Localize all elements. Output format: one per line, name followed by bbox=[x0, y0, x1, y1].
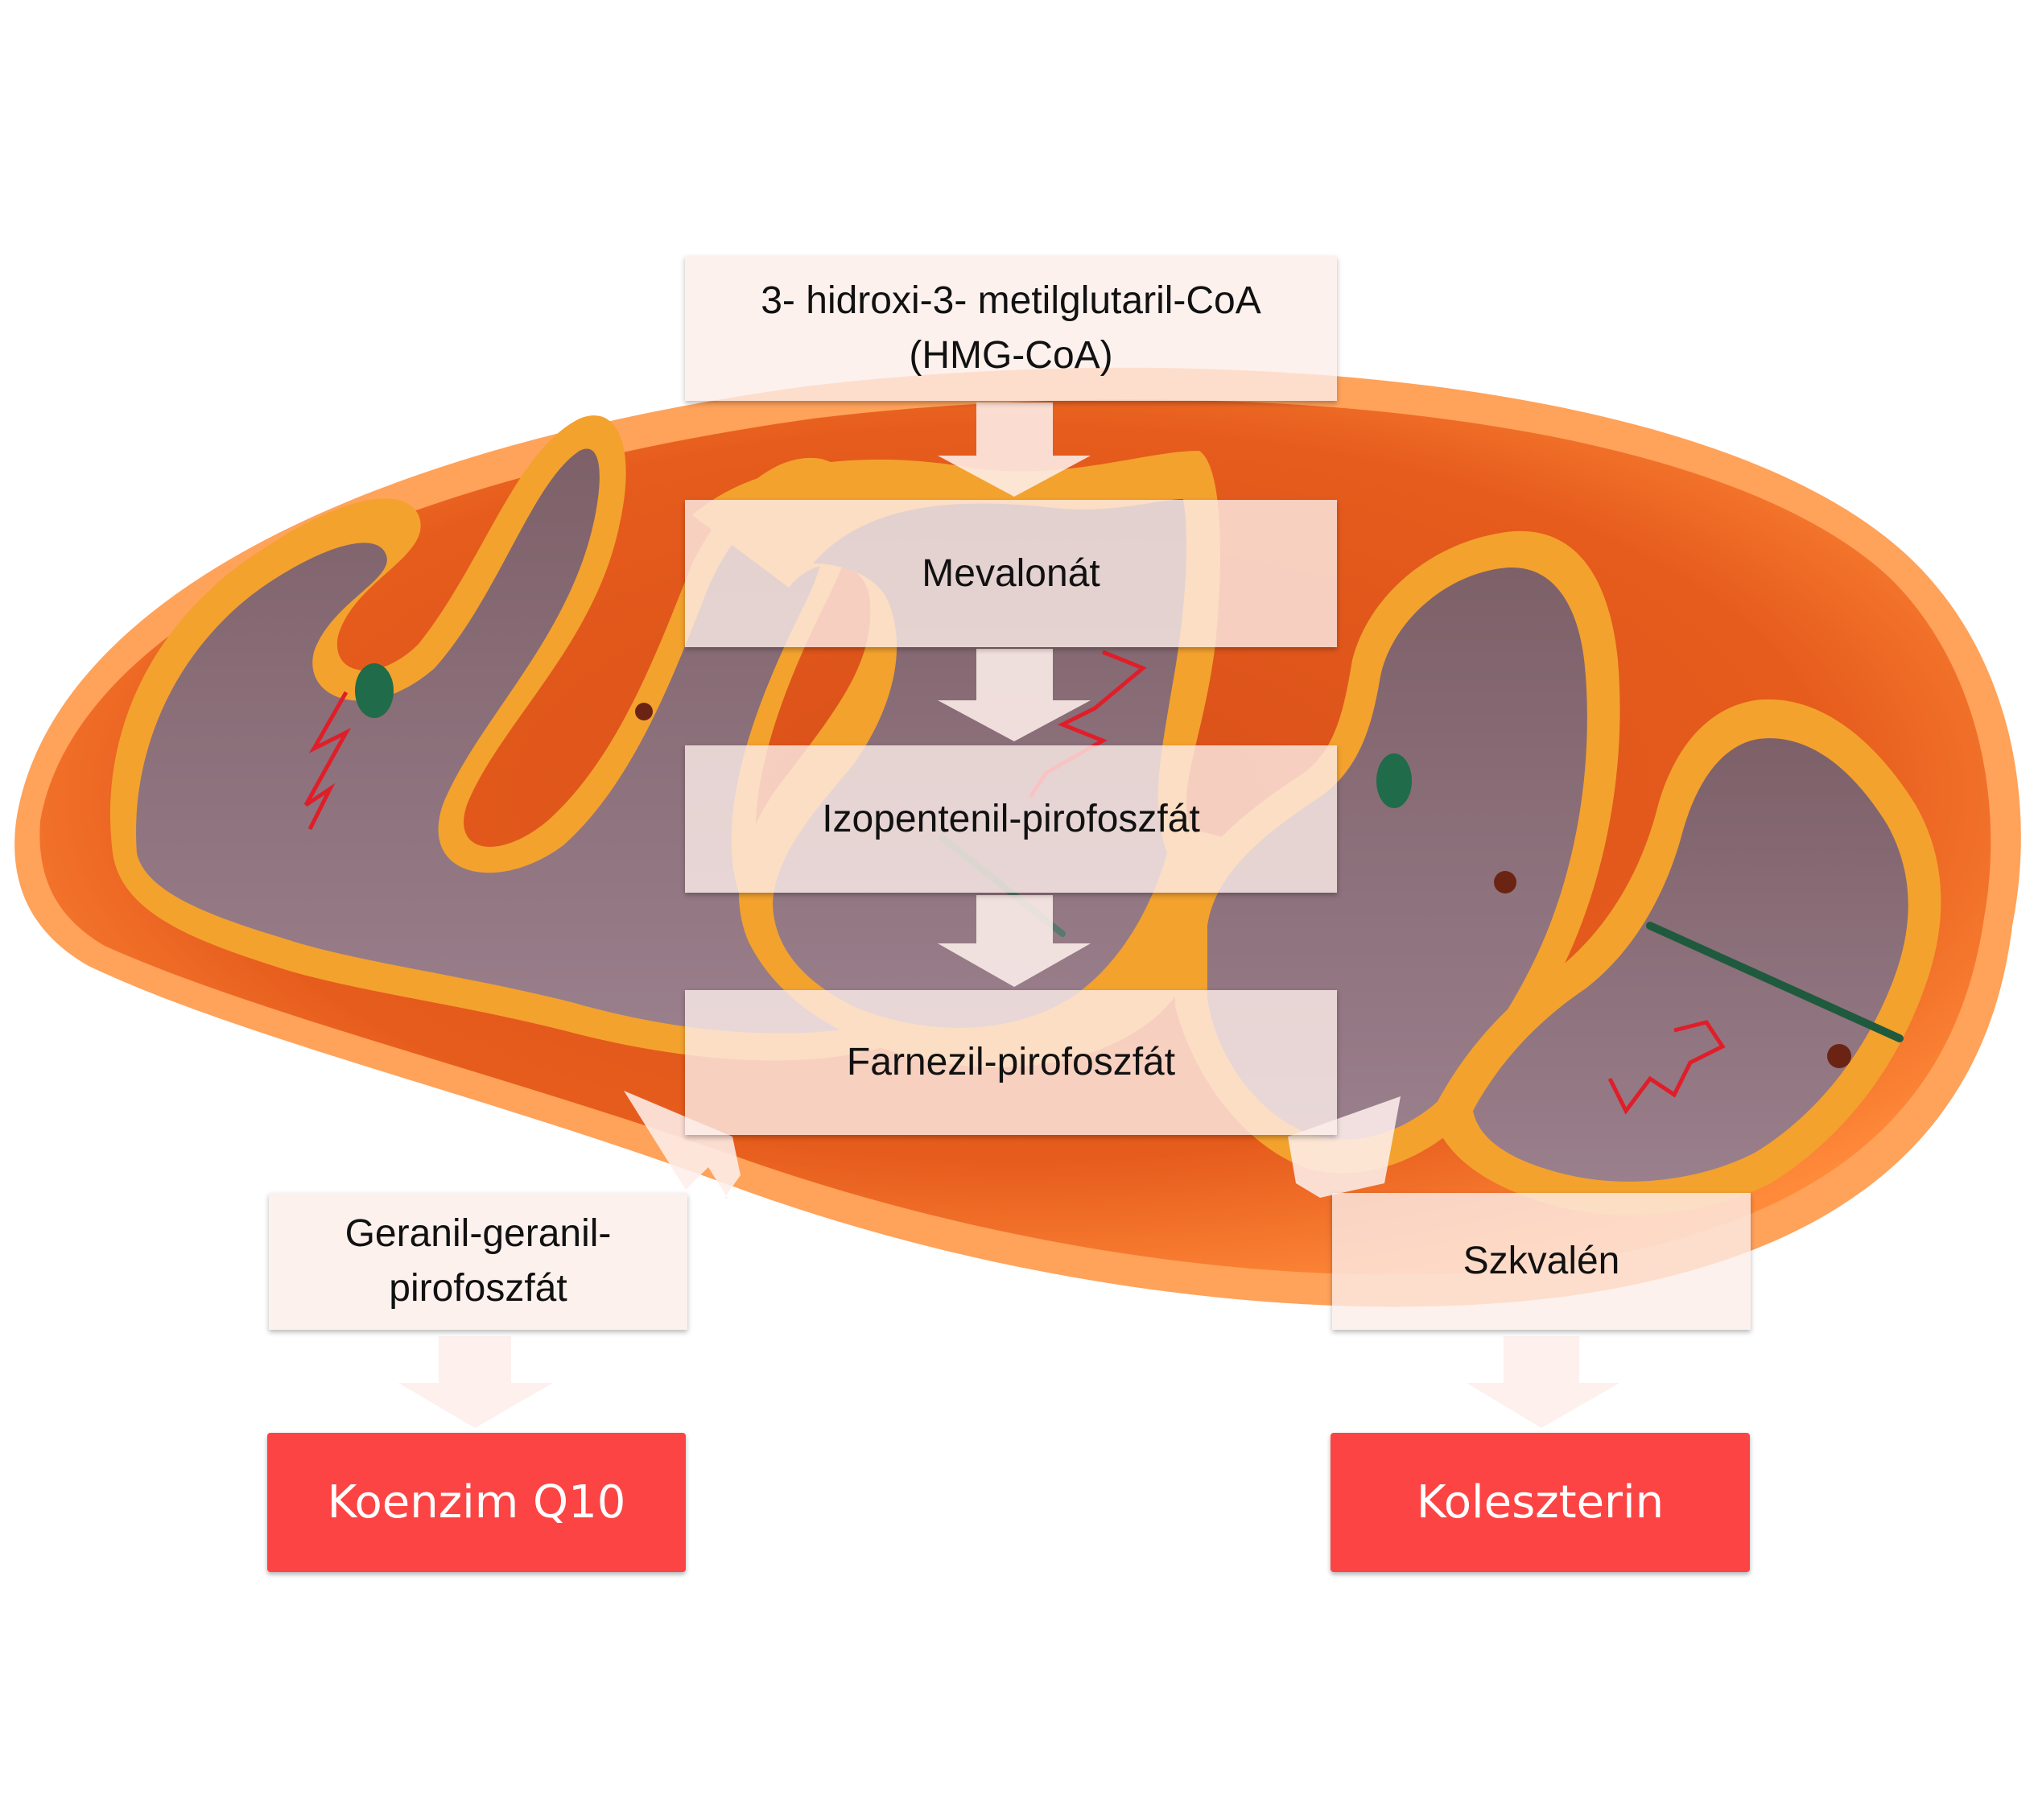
result-cholesterol: Koleszterin bbox=[1331, 1433, 1750, 1572]
result-label: Koleszterin bbox=[1416, 1476, 1665, 1529]
granule-brown-1 bbox=[635, 703, 653, 720]
arrow-down-left bbox=[398, 1336, 553, 1428]
flow-arrows bbox=[398, 402, 1619, 1428]
step-isopentenyl-pp: Izopentenil-pirofoszfát bbox=[685, 745, 1337, 893]
step-label: Farnezil-pirofoszfát bbox=[846, 1041, 1176, 1083]
step-hmg-coa: 3- hidroxi-3- metilglutaril-CoA (HMG-CoA… bbox=[685, 256, 1337, 401]
step-label: Izopentenil-pirofoszfát bbox=[822, 797, 1200, 840]
green-rod bbox=[1646, 922, 1904, 1042]
branch-label: Geranil-geranil- pirofoszfát bbox=[345, 1212, 612, 1310]
branch-squalene: Szkvalén bbox=[1332, 1193, 1751, 1330]
arrow-branch-left bbox=[624, 1091, 741, 1199]
dna-strand-left bbox=[303, 691, 352, 831]
result-coenzyme-q10: Koenzim Q10 bbox=[267, 1433, 686, 1572]
matrix-right-2 bbox=[1473, 738, 1908, 1182]
arrow-down-right bbox=[1467, 1336, 1619, 1428]
step-label: 3- hidroxi-3- metilglutaril-CoA (HMG-CoA… bbox=[761, 279, 1261, 377]
branch-geranylgeranyl-pp: Geranil-geranil- pirofoszfát bbox=[269, 1193, 687, 1330]
step-farnesyl-pp: Farnezil-pirofoszfát bbox=[685, 990, 1337, 1135]
result-label: Koenzim Q10 bbox=[327, 1476, 626, 1529]
ribosome-green-right bbox=[1376, 753, 1412, 808]
arrow-down-2 bbox=[938, 649, 1091, 741]
granule-brown-2 bbox=[1494, 871, 1516, 893]
arrow-branch-right bbox=[1288, 1096, 1401, 1198]
arrow-down-3 bbox=[938, 895, 1091, 987]
arrow-down-1 bbox=[938, 402, 1091, 497]
granule-brown-3 bbox=[1827, 1044, 1851, 1068]
ribosome-green-left bbox=[355, 663, 394, 718]
branch-label: Szkvalén bbox=[1463, 1240, 1620, 1282]
dna-strand-right bbox=[1607, 1020, 1726, 1115]
step-mevalonate: Mevalonát bbox=[685, 500, 1337, 647]
step-label: Mevalonát bbox=[922, 551, 1100, 595]
